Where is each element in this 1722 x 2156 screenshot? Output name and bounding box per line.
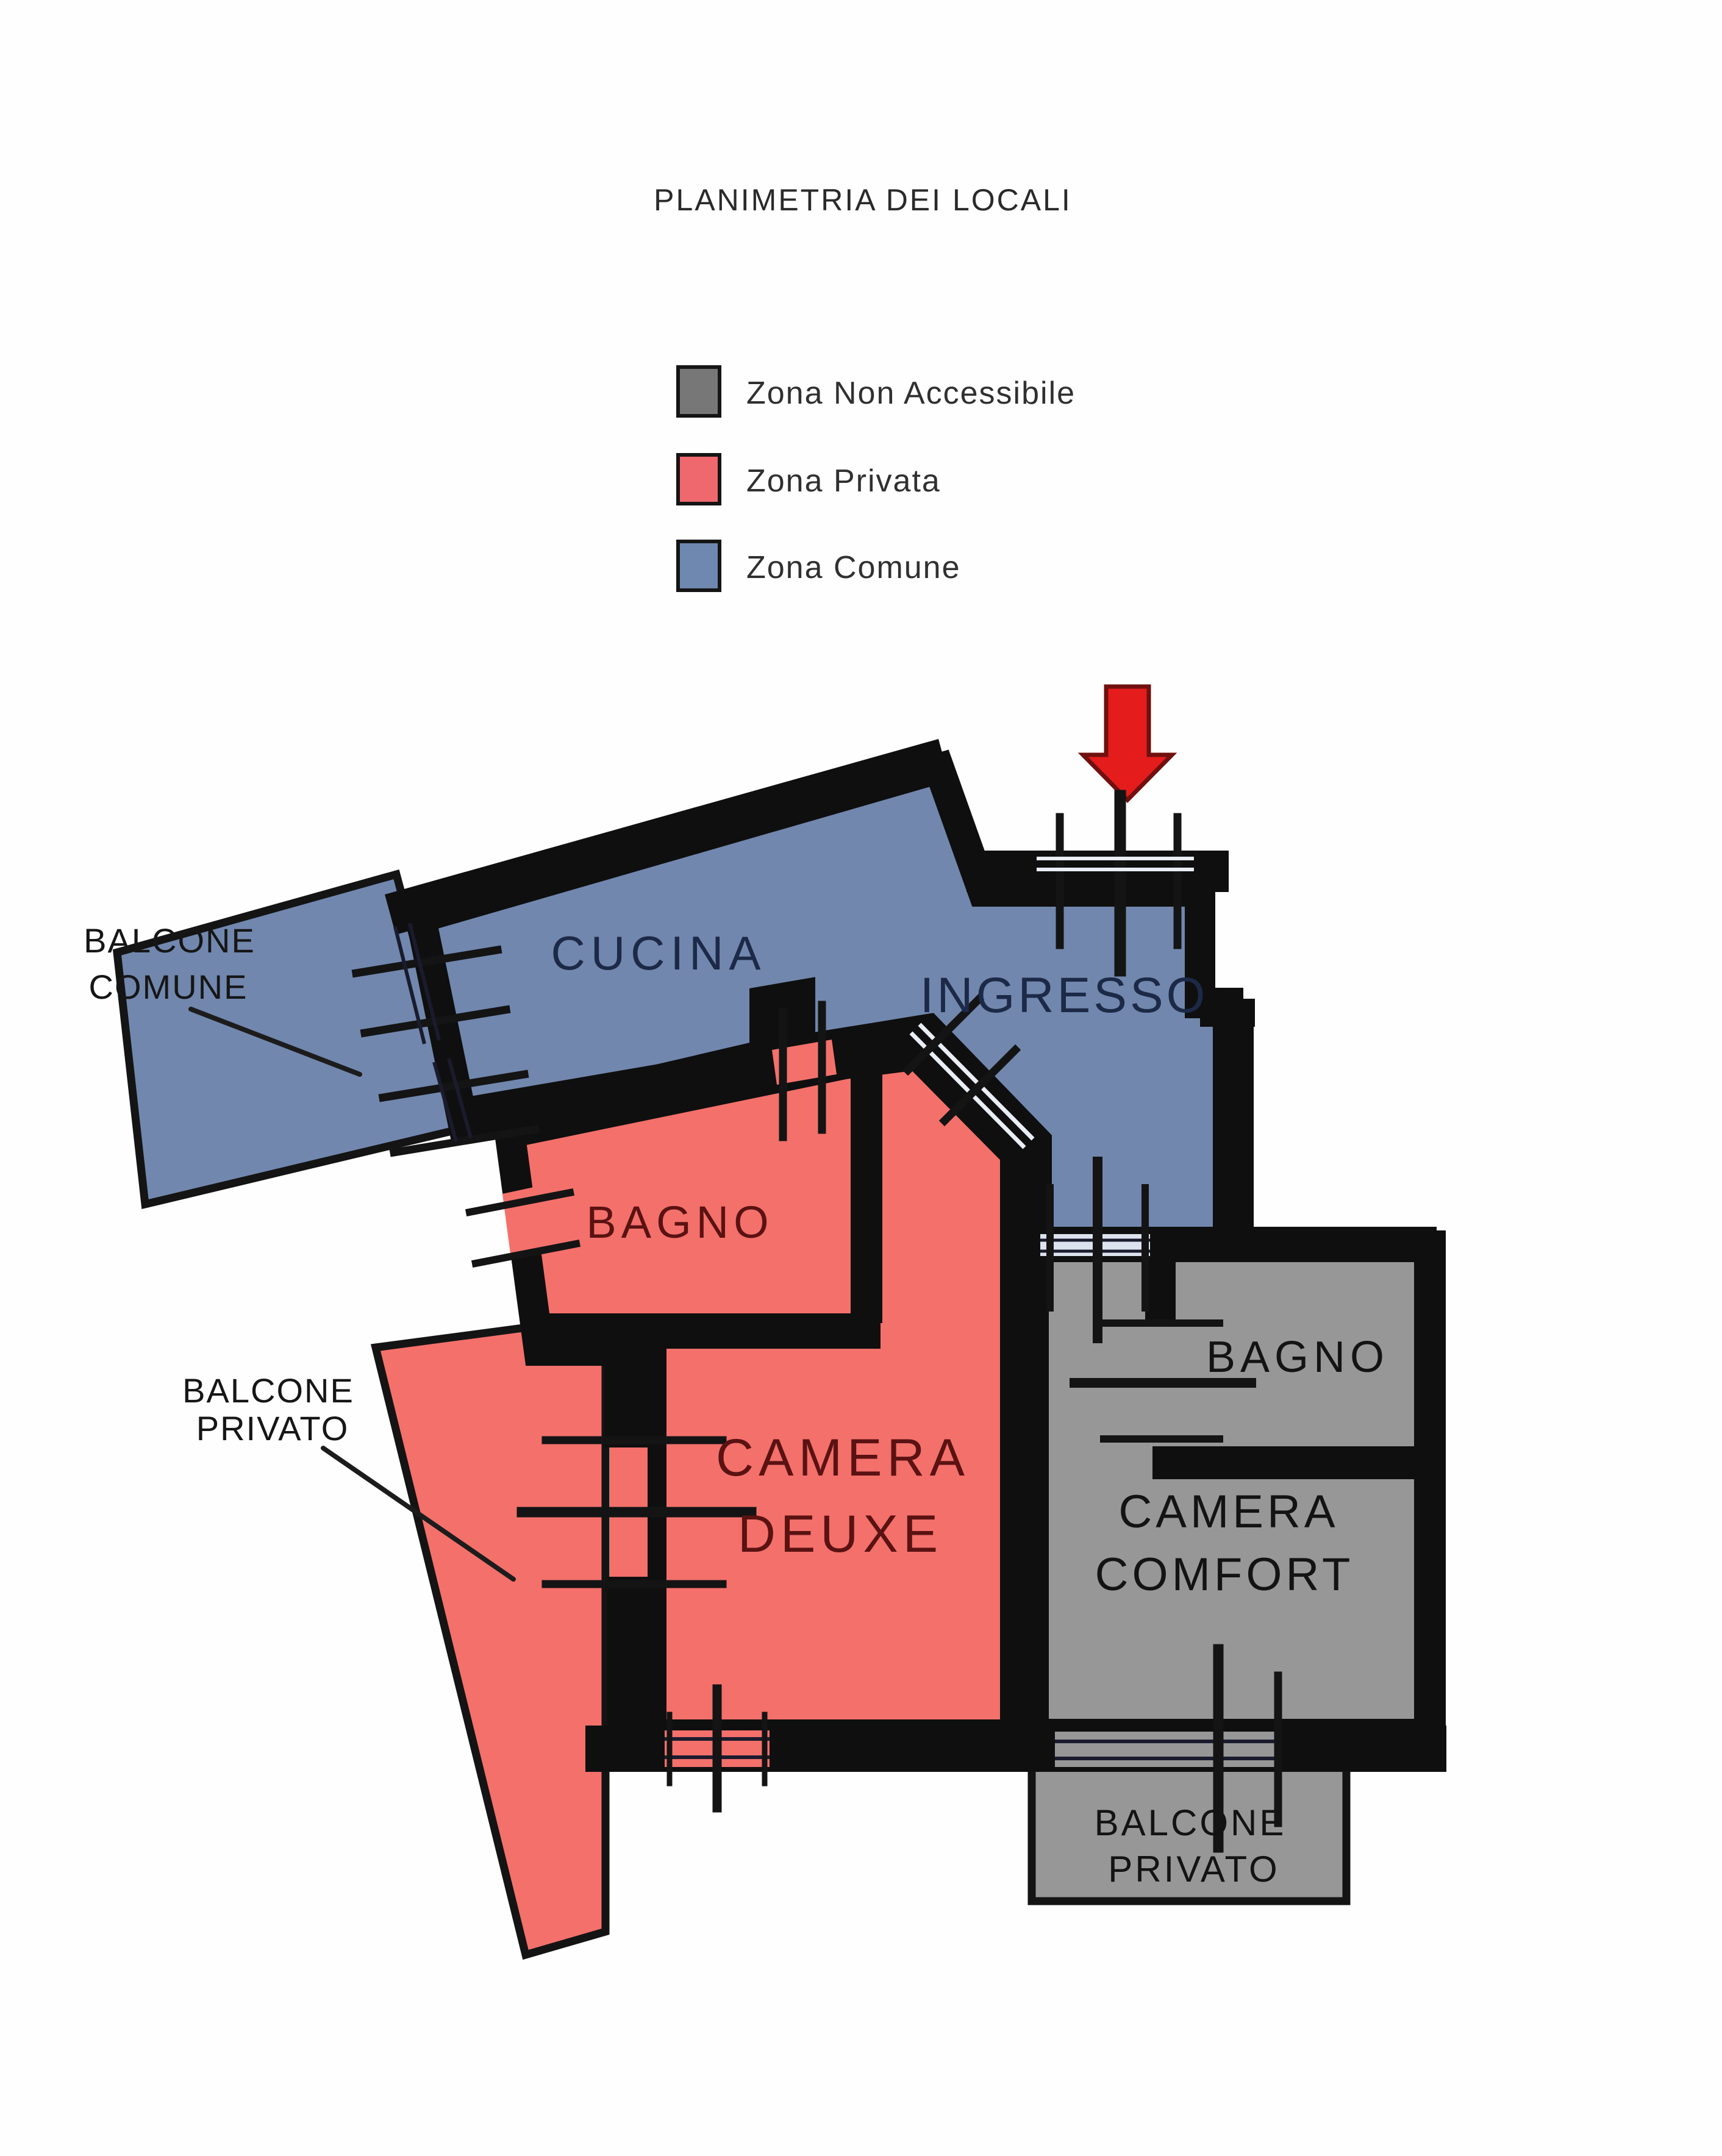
- annotation-balcone-privato-1: BALCONE: [182, 1371, 354, 1410]
- legend: Zona Non Accessibile Zona Privata Zona C…: [676, 365, 1076, 592]
- room-label-ingresso: INGRESSO: [920, 968, 1209, 1023]
- legend-swatch-non-accessibile: [676, 365, 721, 418]
- wall-ingresso-right: [1227, 1024, 1254, 1250]
- camera-comfort-window: [1055, 1644, 1282, 1853]
- room-label-camera-deuxe-2: DEUXE: [738, 1505, 943, 1563]
- room-balcone-comfort-area: [1027, 1763, 1351, 1905]
- openings: [351, 790, 1282, 1853]
- cucina-balcony-windows: [351, 923, 540, 1157]
- room-label-camera-comfort-1: CAMERA: [1118, 1486, 1338, 1538]
- wall-cucina-top: [385, 739, 949, 935]
- wall-camera-west-upper: [605, 1313, 648, 1447]
- entrance-arrow-icon: [1077, 684, 1177, 803]
- room-label-bagno-privato: BAGNO: [586, 1197, 773, 1248]
- annotation-balcone-comune-2: COMUNE: [89, 968, 248, 1006]
- room-label-cucina: CUCINA: [551, 926, 766, 980]
- page-title: PLANIMETRIA DEI LOCALI: [654, 183, 1072, 217]
- camera-deuxe-door-ticks: [516, 1436, 757, 1588]
- wall-diagonal-ingresso: [906, 1015, 1040, 1150]
- wall-red-gray-divider: [1001, 1226, 1037, 1735]
- wall-ingresso-jog: [1200, 999, 1255, 1027]
- legend-swatch-comune: [676, 540, 721, 592]
- bagno-door-ticks: [779, 1001, 826, 1141]
- wall-bagno-right: [851, 1037, 882, 1323]
- gray-internal-door-ticks: [1070, 1319, 1256, 1443]
- room-label-balcone-comfort-2: PRIVATO: [1108, 1849, 1279, 1890]
- camera-deuxe-window: [665, 1684, 770, 1813]
- annotation-balcone-comune-1: BALCONE: [84, 921, 255, 960]
- annotation-balcone-privato-2: PRIVATO: [196, 1409, 349, 1447]
- leader-balcone-privato: [321, 1446, 516, 1582]
- ingresso-gray-door-ticks: [1040, 1157, 1150, 1343]
- legend-label-non-accessibile: Zona Non Accessibile: [746, 376, 1076, 411]
- entrance-door-ticks: [1037, 790, 1194, 977]
- wall-gray-internal-vertical: [1145, 1256, 1176, 1321]
- room-label-bagno-comfort: BAGNO: [1206, 1333, 1389, 1382]
- wall-camera-west-lower: [607, 1577, 650, 1744]
- room-label-balcone-comfort-1: BALCONE: [1095, 1802, 1287, 1843]
- room-label-camera-comfort-2: COMFORT: [1095, 1549, 1354, 1601]
- room-label-camera-deuxe-1: CAMERA: [716, 1429, 970, 1487]
- bagno-west-door-ticks: [465, 1188, 581, 1268]
- legend-swatch-privata: [676, 453, 721, 505]
- wall-gray-bagno-bottom: [1152, 1446, 1431, 1479]
- legend-label-comune: Zona Comune: [746, 550, 961, 585]
- wall-bagno-bottom: [539, 1313, 881, 1349]
- leader-balcone-comune: [188, 1007, 362, 1077]
- legend-label-privata: Zona Privata: [746, 463, 941, 499]
- diagonal-door: [902, 993, 1035, 1149]
